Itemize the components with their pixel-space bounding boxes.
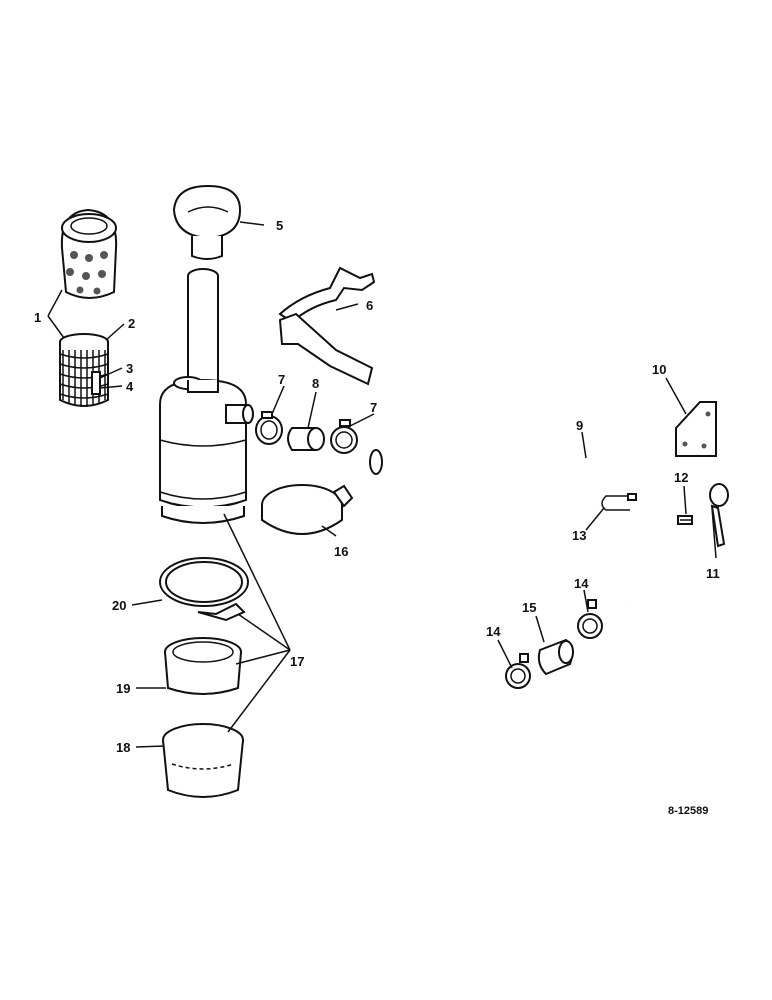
pin-part [709,483,729,548]
oil-cup-inner-part [164,637,242,695]
callout-5: 5 [276,218,283,233]
callout-12: 12 [674,470,688,485]
oil-cup-part [162,723,244,798]
callout-19: 19 [116,681,130,696]
callout-17: 17 [290,654,304,669]
callout-1: 1 [34,310,41,325]
bolt-12-part [677,515,693,525]
callout-13: 13 [572,528,586,543]
callout-6: 6 [366,298,373,313]
callout-16: 16 [334,544,348,559]
callout-14a: 14 [574,576,589,591]
callout-3: 3 [126,361,133,376]
hose-clamp-14a-part [577,599,603,639]
u-bolt-part [601,493,637,511]
callout-14b: 14 [486,624,501,639]
callout-20: 20 [112,598,126,613]
callout-9: 9 [576,418,583,433]
callout-8: 8 [312,376,319,391]
hose-clamp-14b-part [505,653,531,689]
hose-clamp-7b-part [330,419,358,454]
mounting-bracket-part [278,266,376,386]
screen-part [59,333,109,407]
hose-part [369,436,675,613]
clamp-ring-part [159,557,249,622]
hose-clamp-7a-part [255,411,283,445]
precleaner-cap-part [60,208,118,299]
clamp-band-part [261,484,354,535]
hose-sleeve-part [287,427,325,451]
callout-4: 4 [126,379,134,394]
leader-lines [47,221,717,748]
hose-sleeve-15-part [537,638,574,676]
callout-11: 11 [706,566,720,581]
callout-7b: 7 [370,400,377,415]
callout-7a: 7 [278,372,285,387]
mounting-plate-part [675,401,717,457]
callout-10: 10 [652,362,666,377]
callout-18: 18 [116,740,130,755]
callout-labels: 1 2 3 4 5 6 7 7 8 9 10 11 12 13 14 14 15… [34,218,720,817]
air-cap-part [172,184,242,260]
air-cleaner-body [159,268,254,524]
callout-2: 2 [128,316,135,331]
callout-15: 15 [522,600,536,615]
drawing-number: 8-12589 [668,805,708,817]
